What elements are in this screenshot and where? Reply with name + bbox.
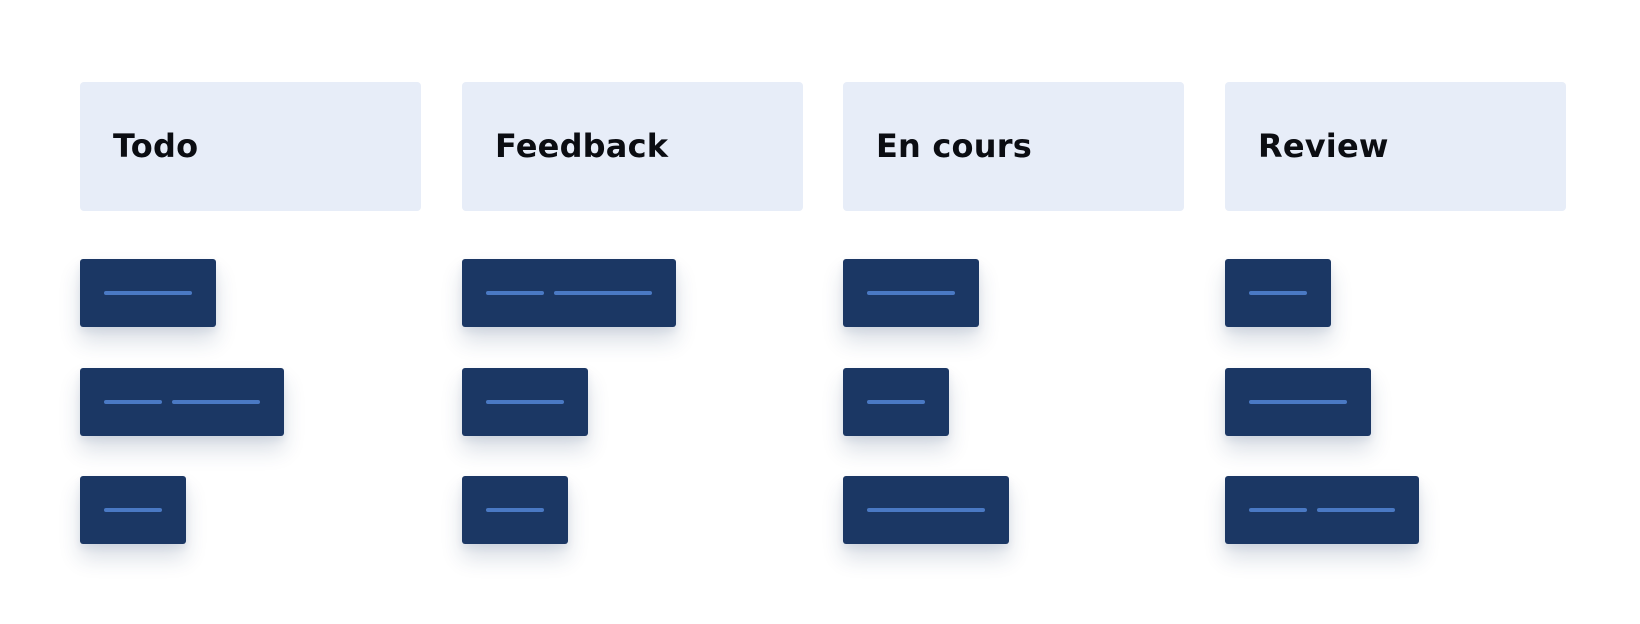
card[interactable] [1225, 259, 1331, 327]
card[interactable] [1225, 476, 1419, 544]
card-placeholder-line [486, 508, 544, 512]
card[interactable] [462, 259, 676, 327]
column-title: En cours [876, 127, 1032, 165]
card[interactable] [843, 259, 979, 327]
card[interactable] [843, 368, 949, 436]
card-placeholder-line [1249, 508, 1307, 512]
card[interactable] [462, 368, 588, 436]
card-placeholder-line [104, 400, 162, 404]
card-placeholder-line [1249, 291, 1307, 295]
card[interactable] [462, 476, 568, 544]
column-feedback: Feedback [462, 82, 803, 544]
card-placeholder-line [172, 400, 260, 404]
column-header[interactable]: Todo [80, 82, 421, 211]
column-review: Review [1225, 82, 1566, 544]
column-title: Feedback [495, 127, 669, 165]
column-en-cours: En cours [843, 82, 1184, 544]
card-placeholder-line [104, 508, 162, 512]
column-header[interactable]: En cours [843, 82, 1184, 211]
card-placeholder-line [486, 400, 564, 404]
column-title: Review [1258, 127, 1389, 165]
card[interactable] [80, 368, 284, 436]
card[interactable] [80, 259, 216, 327]
card-placeholder-line [867, 400, 925, 404]
card-placeholder-line [867, 508, 985, 512]
card-placeholder-line [867, 291, 955, 295]
card[interactable] [80, 476, 186, 544]
column-header[interactable]: Feedback [462, 82, 803, 211]
card-placeholder-line [1317, 508, 1395, 512]
card-placeholder-line [554, 291, 652, 295]
column-todo: Todo [80, 82, 421, 544]
column-header[interactable]: Review [1225, 82, 1566, 211]
column-title: Todo [113, 127, 199, 165]
card[interactable] [843, 476, 1009, 544]
card[interactable] [1225, 368, 1371, 436]
card-placeholder-line [104, 291, 192, 295]
card-placeholder-line [486, 291, 544, 295]
card-placeholder-line [1249, 400, 1347, 404]
